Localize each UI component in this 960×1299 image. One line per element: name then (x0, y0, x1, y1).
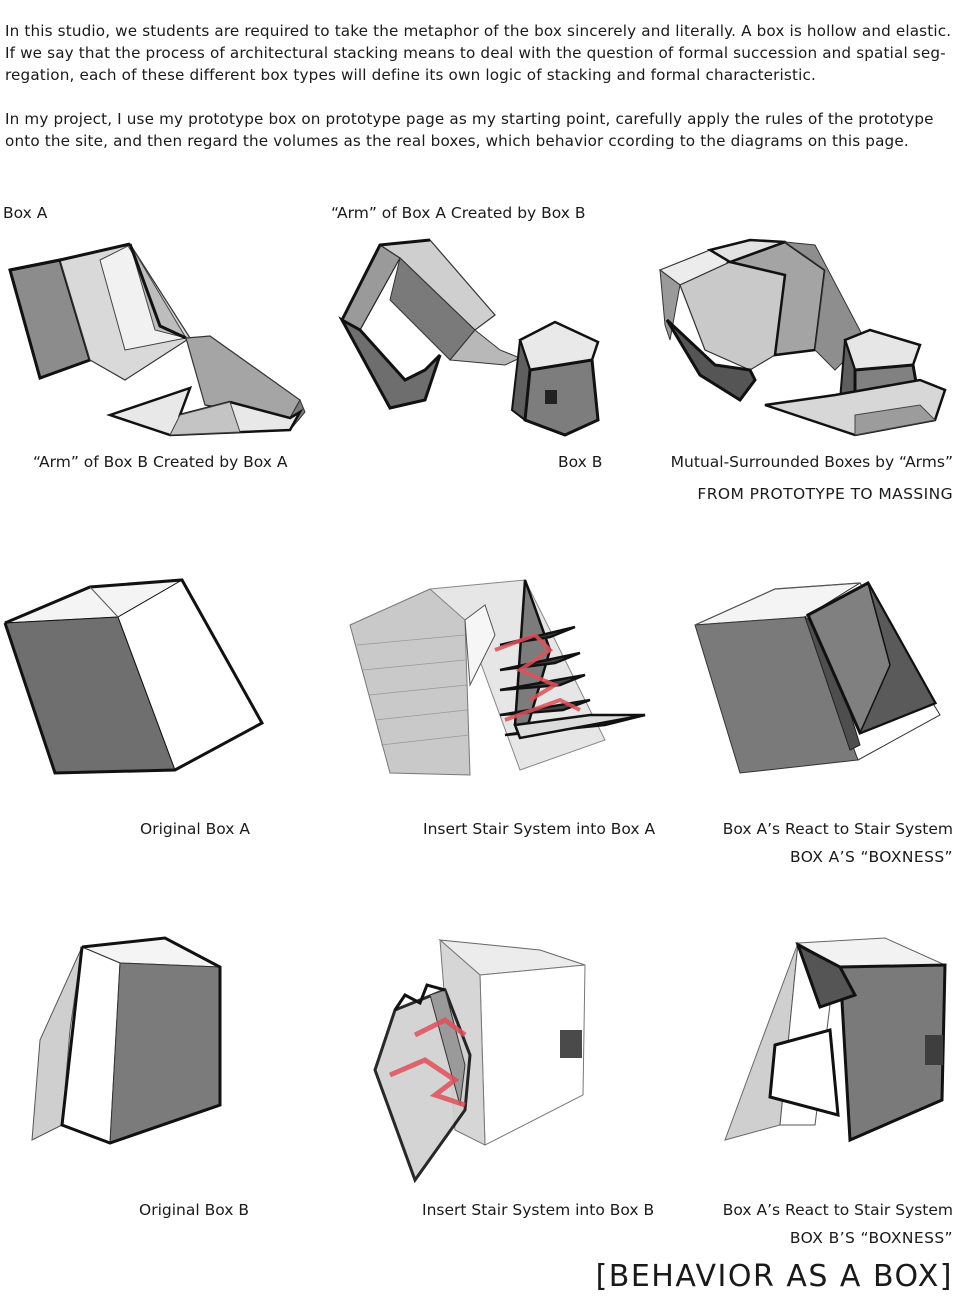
figure-mutual-surrounded-boxes (658, 238, 947, 437)
figure-stair-in-box-b (373, 938, 586, 1184)
section-heading-prototype-to-massing: FROM PROTOTYPE TO MASSING (697, 485, 953, 503)
caption-original-box-a: Original Box A (140, 820, 250, 838)
figure-box-b-react (724, 937, 947, 1143)
figure-original-box-b (31, 936, 222, 1145)
label-arm-of-box-a: “Arm” of Box A Created by Box B (331, 204, 586, 222)
page-title: [BEHAVIOR AS A BOX] (595, 1259, 953, 1294)
section-heading-box-b-boxness: BOX B’S “BOXNESS” (789, 1229, 953, 1247)
figure-box-a-react (694, 580, 941, 774)
caption-box-b-react: Box A’s React to Stair System (722, 1201, 953, 1219)
section-heading-box-a-boxness: BOX A’S “BOXNESS” (789, 848, 953, 866)
figure-arm-of-box-b (8, 242, 306, 437)
label-box-a: Box A (3, 204, 48, 222)
caption-original-box-b: Original Box B (139, 1201, 249, 1219)
intro-paragraph-2: In my project, I use my prototype box on… (5, 110, 934, 150)
figure-stair-in-box-a (349, 579, 646, 776)
intro-paragraph-1: In this studio, we students are required… (5, 22, 952, 84)
caption-insert-stair-box-a: Insert Stair System into Box A (423, 820, 656, 838)
label-box-b: Box B (558, 453, 603, 471)
figure-box-b (338, 238, 600, 437)
label-mutual-surrounded: Mutual-Surrounded Boxes by “Arms” (670, 453, 953, 471)
caption-insert-stair-box-b: Insert Stair System into Box B (422, 1201, 655, 1219)
figure-original-box-a (3, 578, 265, 775)
intro-text: In this studio, we students are required… (5, 20, 957, 152)
caption-box-a-react: Box A’s React to Stair System (722, 820, 953, 838)
label-arm-of-box-b: “Arm” of Box B Created by Box A (33, 453, 288, 471)
